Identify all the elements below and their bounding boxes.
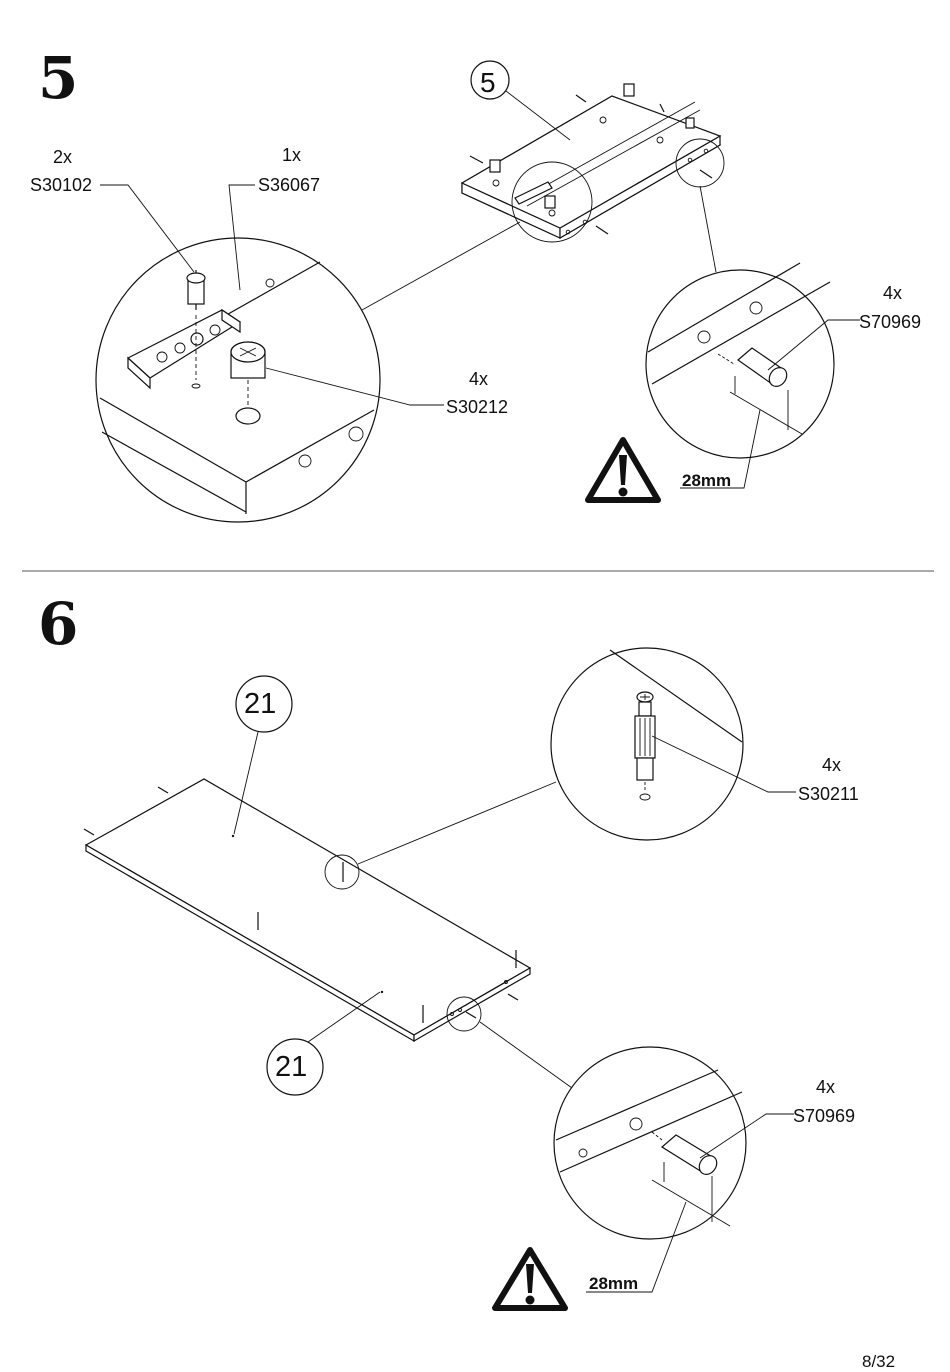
dimension-label-step5: 28mm (682, 471, 732, 490)
hardware-qty-S36067: 1x (282, 145, 302, 165)
step-number-6: 6 (38, 590, 79, 658)
part-label-circle-21-bottom (266, 1038, 324, 1096)
hardware-code-S30211: S30211 (798, 784, 859, 804)
hardware-code-S30212: S30212 (446, 397, 509, 417)
hardware-code-S70969-step5: S70969 (859, 312, 922, 332)
step-number-5: 5 (38, 44, 79, 112)
warning-triangle-icon-step6 (492, 1247, 568, 1311)
callout-circle-bolt (324, 854, 360, 890)
detail-circle-dowel (645, 185, 835, 489)
warning-triangle-icon (585, 437, 661, 503)
part-label-circle-21-top (235, 675, 293, 733)
hardware-qty-S30102: 2x (53, 147, 73, 167)
part-label-21-bottom: 21 (275, 1051, 308, 1083)
leader-S70969-step5 (767, 319, 860, 371)
leader-S30102 (100, 184, 195, 273)
part-label-circle-5 (470, 60, 510, 100)
panel-21-board (83, 778, 532, 1043)
hardware-qty-S70969-step5: 4x (883, 283, 903, 303)
detail-circle-bracket (95, 221, 521, 523)
hardware-qty-S30211: 4x (822, 755, 842, 775)
leader-S36067 (228, 184, 255, 291)
leader-S30211 (651, 735, 796, 793)
hardware-code-S36067: S36067 (258, 175, 321, 195)
panel-5-board (460, 83, 722, 240)
leader-S70969-step6 (699, 1113, 794, 1159)
hardware-code-S70969-step6: S70969 (793, 1106, 856, 1126)
hardware-qty-S70969-step6: 4x (816, 1077, 836, 1097)
hardware-code-S30102: S30102 (30, 175, 93, 195)
detail-circle-bolt (357, 647, 744, 865)
dimension-label-step6: 28mm (589, 1274, 639, 1293)
part-label-21-top: 21 (244, 688, 277, 720)
hardware-qty-S30212: 4x (469, 369, 489, 389)
detail-circle-dowel-6 (479, 1021, 747, 1293)
leader-S30212 (265, 367, 444, 406)
part-label-5: 5 (480, 67, 496, 98)
callout-circle-dowel-6 (446, 996, 482, 1032)
callout-circle-bracket (511, 161, 593, 243)
page-number: 8/32 (862, 1352, 896, 1371)
